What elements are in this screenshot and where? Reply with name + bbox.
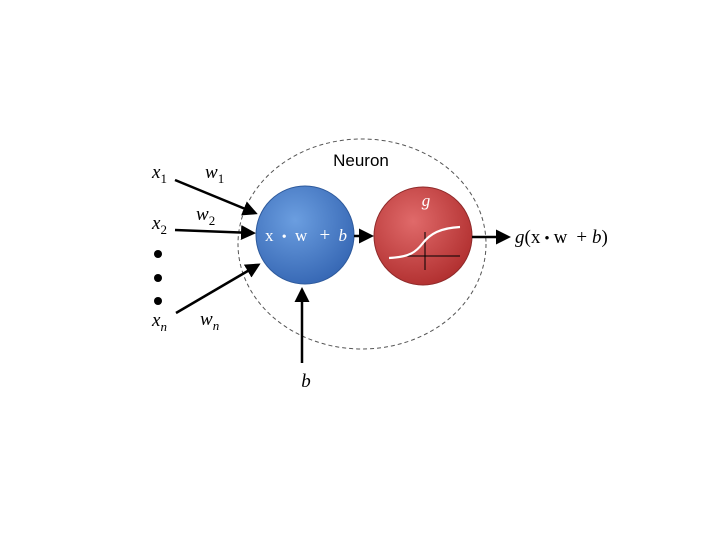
arrow-input-n bbox=[175, 263, 261, 315]
summation-plus: + bbox=[319, 225, 330, 246]
arrow-input-1 bbox=[174, 178, 258, 216]
neuron-boundary bbox=[237, 138, 487, 350]
weight-label-1: w1 bbox=[205, 162, 224, 186]
output-label: g(x• w +b) bbox=[515, 227, 608, 248]
ellipsis-dot-2 bbox=[154, 274, 162, 282]
output-close: ) bbox=[602, 227, 608, 248]
output-plus: + bbox=[576, 227, 587, 248]
summation-b: b bbox=[338, 226, 347, 245]
summation-label: x • w + b bbox=[265, 225, 347, 246]
output-g: g bbox=[515, 227, 525, 248]
ellipsis-dot-3 bbox=[154, 297, 162, 305]
output-open: (x bbox=[525, 227, 541, 248]
input-label-2: x2 bbox=[151, 213, 167, 237]
output-b: b bbox=[592, 227, 602, 248]
activation-label: g bbox=[422, 191, 431, 210]
output-dot: • bbox=[544, 231, 549, 247]
output-w: w bbox=[554, 227, 568, 248]
weight-label-2: w2 bbox=[196, 204, 215, 228]
neuron-title: Neuron bbox=[333, 151, 389, 170]
summation-w: w bbox=[295, 226, 308, 245]
arrow-input-2 bbox=[174, 225, 256, 241]
sigmoid-curve bbox=[388, 225, 461, 260]
bias-label: b bbox=[301, 371, 311, 392]
summation-dot: • bbox=[282, 230, 287, 245]
input-label-1: x1 bbox=[151, 162, 167, 186]
summation-x: x bbox=[265, 226, 274, 245]
weight-label-n: wn bbox=[200, 309, 219, 333]
input-label-n: xn bbox=[151, 310, 167, 334]
ellipsis-dot-1 bbox=[154, 250, 162, 258]
